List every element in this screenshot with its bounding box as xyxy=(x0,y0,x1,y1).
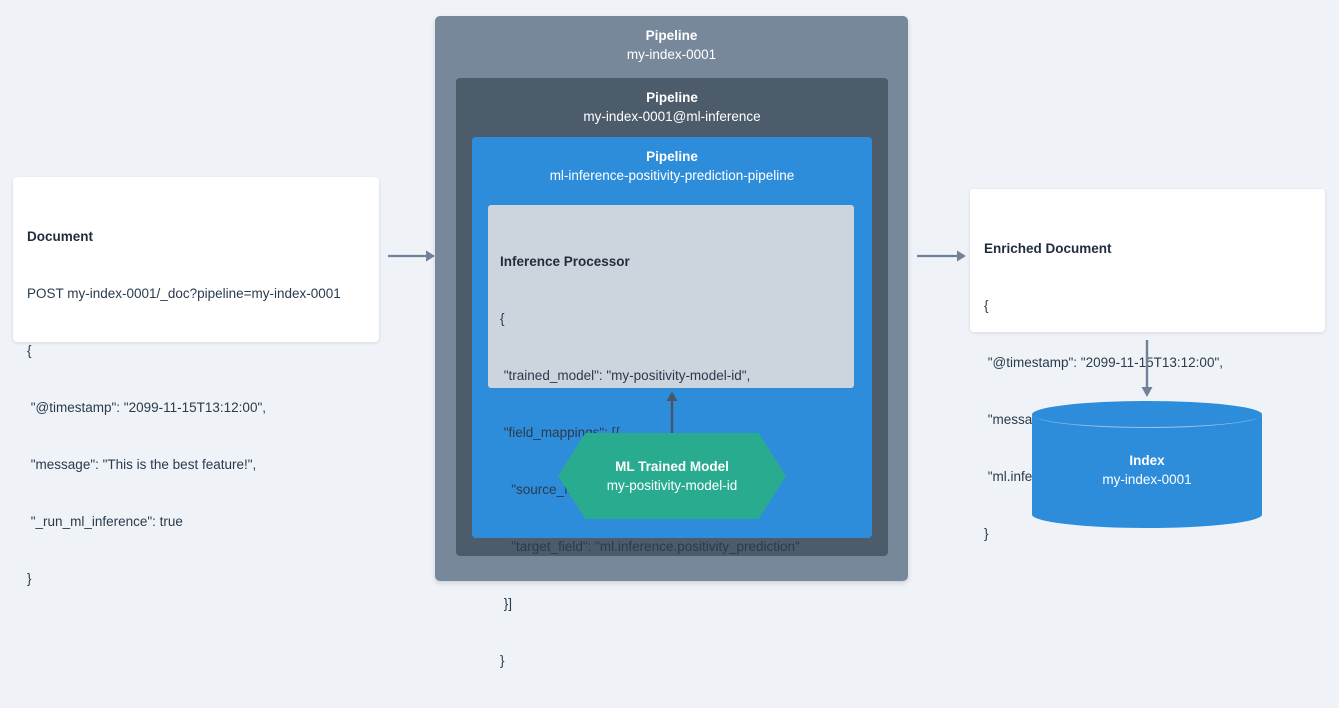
pipeline-inner-header: Pipeline ml-inference-positivity-predict… xyxy=(472,137,872,186)
document-line-3: "message": "This is the best feature!", xyxy=(27,457,257,472)
document-card-title: Document xyxy=(27,229,94,244)
arrow-enriched-to-index xyxy=(1139,340,1155,398)
enriched-line-1: "@timestamp": "2099-11-15T13:12:00", xyxy=(984,355,1223,370)
index-cylinder-text: Index my-index-0001 xyxy=(1032,451,1262,489)
pipeline-inner: Pipeline ml-inference-positivity-predict… xyxy=(472,137,872,668)
ml-trained-model-hexagon: ML Trained Model my-positivity-model-id xyxy=(558,433,786,519)
index-label: Index xyxy=(1129,453,1165,468)
document-card: Document POST my-index-0001/_doc?pipelin… xyxy=(13,177,379,586)
inference-processor-title: Inference Processor xyxy=(500,254,630,269)
cylinder-top-ellipse xyxy=(1032,401,1262,428)
ml-trained-model-name: my-positivity-model-id xyxy=(606,478,738,493)
pipeline-middle-name: my-index-0001@ml-inference xyxy=(583,109,761,124)
document-line-5: } xyxy=(27,571,32,586)
inference-processor-card: Inference Processor { "trained_model": "… xyxy=(488,205,854,668)
ml-trained-model-label: ML Trained Model xyxy=(615,459,729,474)
enriched-document-title: Enriched Document xyxy=(984,241,1112,256)
pipeline-outer: Pipeline my-index-0001 Pipeline my-index… xyxy=(435,16,908,668)
processor-line-0: { xyxy=(500,311,505,326)
pipeline-middle-header: Pipeline my-index-0001@ml-inference xyxy=(456,78,888,127)
pipeline-inner-label: Pipeline xyxy=(646,149,698,164)
arrow-pipeline-to-enriched xyxy=(917,248,967,264)
processor-line-1: "trained_model": "my-positivity-model-id… xyxy=(500,368,751,383)
processor-line-2: "field_mappings": [{ xyxy=(500,425,620,440)
pipeline-outer-name: my-index-0001 xyxy=(626,47,717,62)
cylinder-body xyxy=(1032,414,1262,515)
processor-line-4: "target_field": "ml.inference.positivity… xyxy=(500,539,800,554)
pipeline-middle: Pipeline my-index-0001@ml-inference Pipe… xyxy=(456,78,888,668)
arrow-document-to-pipeline xyxy=(388,248,436,264)
document-line-2: "@timestamp": "2099-11-15T13:12:00", xyxy=(27,400,266,415)
pipeline-inner-name: ml-inference-positivity-prediction-pipel… xyxy=(549,168,795,183)
document-line-0: POST my-index-0001/_doc?pipeline=my-inde… xyxy=(27,286,341,301)
diagram-canvas: Document POST my-index-0001/_doc?pipelin… xyxy=(13,16,1325,668)
arrow-model-to-processor xyxy=(664,391,680,435)
enriched-line-0: { xyxy=(984,298,989,313)
pipeline-outer-label: Pipeline xyxy=(645,28,698,43)
document-line-1: { xyxy=(27,343,32,358)
index-cylinder: Index my-index-0001 xyxy=(1032,401,1262,528)
enriched-document-card: Enriched Document { "@timestamp": "2099-… xyxy=(970,189,1325,541)
pipeline-outer-header: Pipeline my-index-0001 xyxy=(435,16,908,65)
cylinder-bottom-ellipse xyxy=(1032,501,1262,528)
enriched-line-4: } xyxy=(984,526,989,541)
processor-line-6: } xyxy=(500,653,505,668)
document-line-4: "_run_ml_inference": true xyxy=(27,514,183,529)
pipeline-middle-label: Pipeline xyxy=(646,90,698,105)
index-name: my-index-0001 xyxy=(1102,472,1192,487)
